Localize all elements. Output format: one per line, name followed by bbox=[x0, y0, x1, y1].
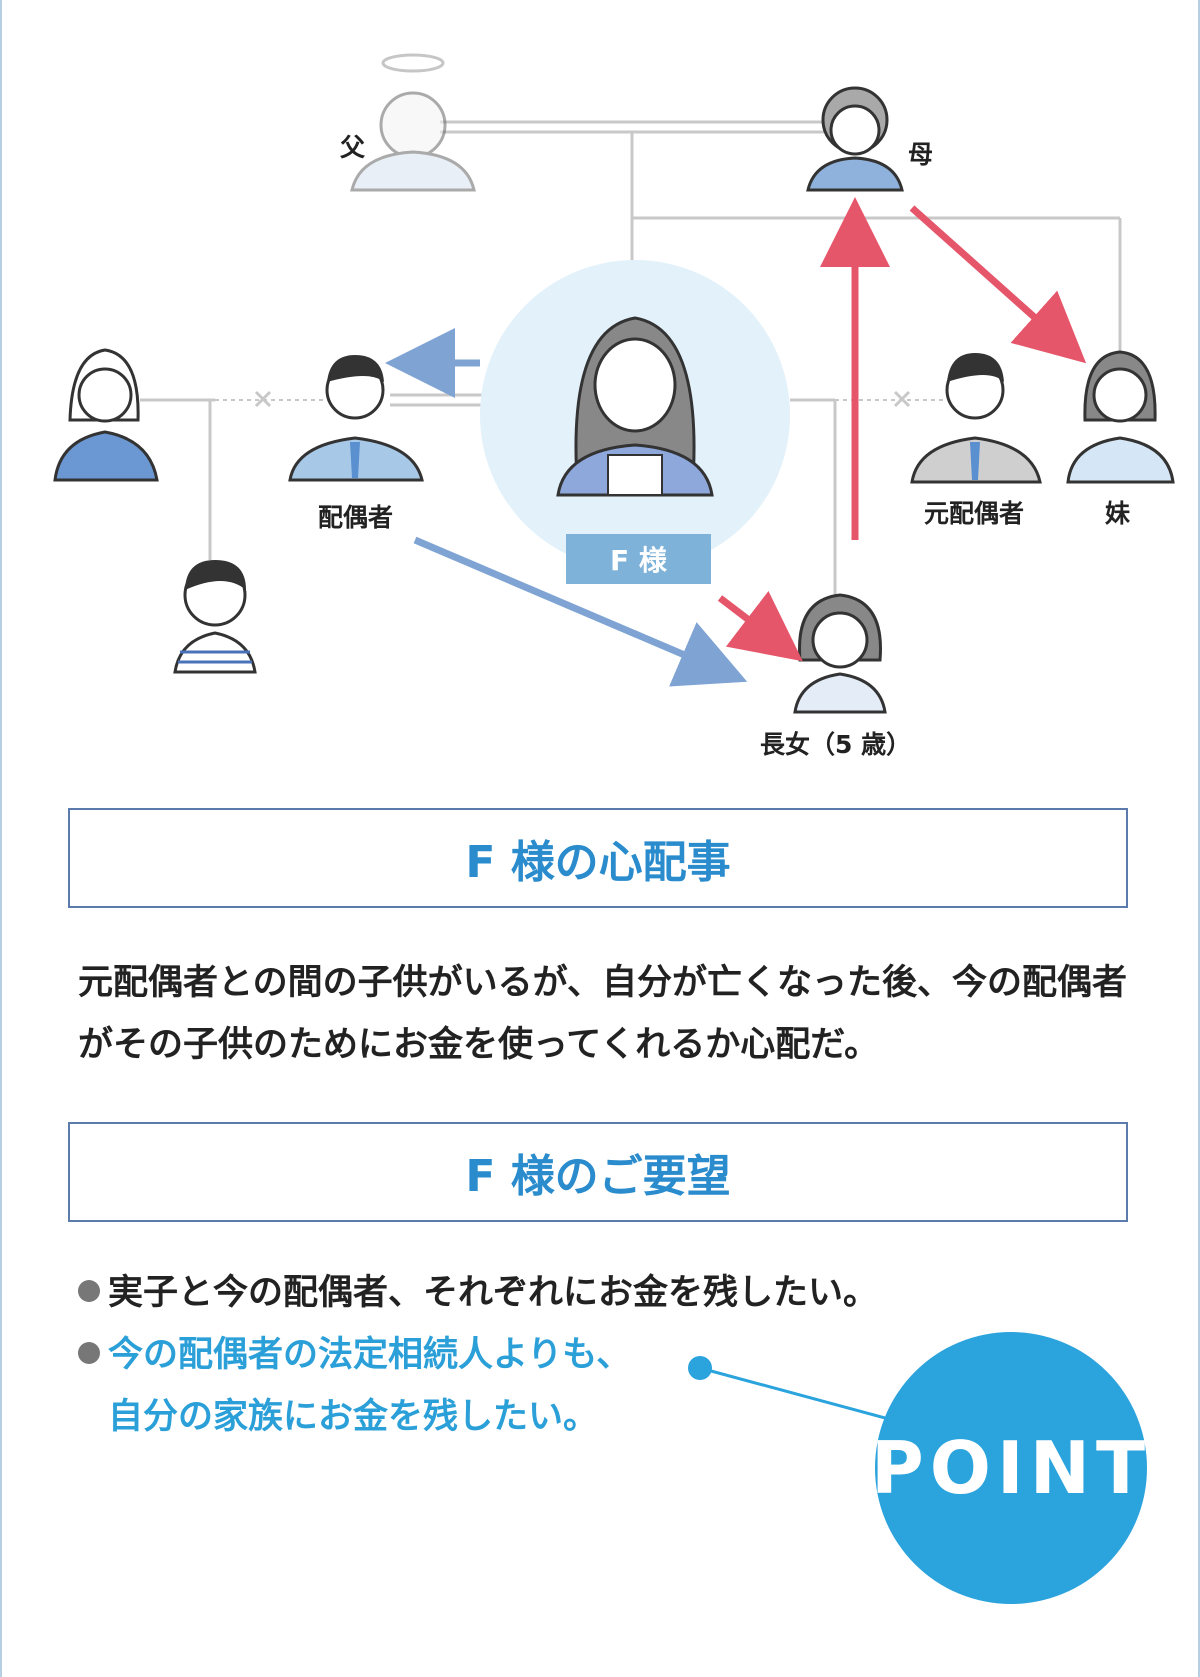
point-badge: POINT bbox=[875, 1332, 1147, 1604]
